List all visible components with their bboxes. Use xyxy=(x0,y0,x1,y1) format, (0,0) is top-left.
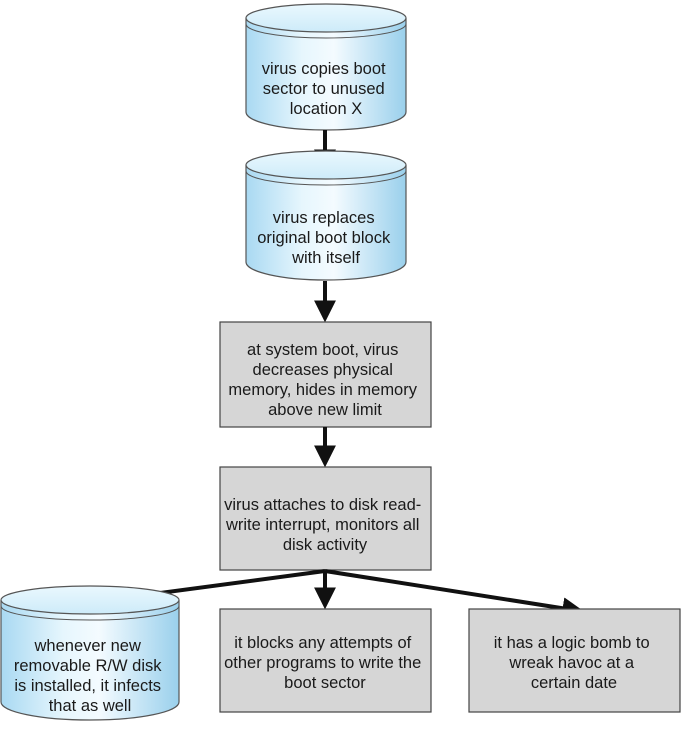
disk-node-replace-boot-block: virus replaces original boot block with … xyxy=(245,150,407,281)
box7-text: it has a logic bomb to wreak havoc at a … xyxy=(494,634,655,692)
box-node-attach-interrupt: virus attaches to disk read- write inter… xyxy=(219,466,432,571)
disk-node-infect-removable: whenever new removable R/W disk is insta… xyxy=(0,585,180,721)
disk-node-copy-boot-sector: virus copies boot sector to unused locat… xyxy=(245,3,407,131)
disk2-text: virus replaces original boot block with … xyxy=(257,209,395,267)
arrow-4-to-7 xyxy=(324,569,585,620)
box-node-logic-bomb: it has a logic bomb to wreak havoc at a … xyxy=(468,608,681,713)
disk1-text: virus copies boot sector to unused locat… xyxy=(262,60,390,118)
disk5-text: whenever new removable R/W disk is insta… xyxy=(14,637,166,715)
box4-text: virus attaches to disk read- write inter… xyxy=(224,496,426,554)
box6-text: it blocks any attempts of other programs… xyxy=(224,634,426,692)
box3-text: at system boot, virus decreases physical… xyxy=(228,341,421,419)
box-node-block-writes: it blocks any attempts of other programs… xyxy=(219,608,432,713)
box-node-system-boot: at system boot, virus decreases physical… xyxy=(219,321,432,428)
